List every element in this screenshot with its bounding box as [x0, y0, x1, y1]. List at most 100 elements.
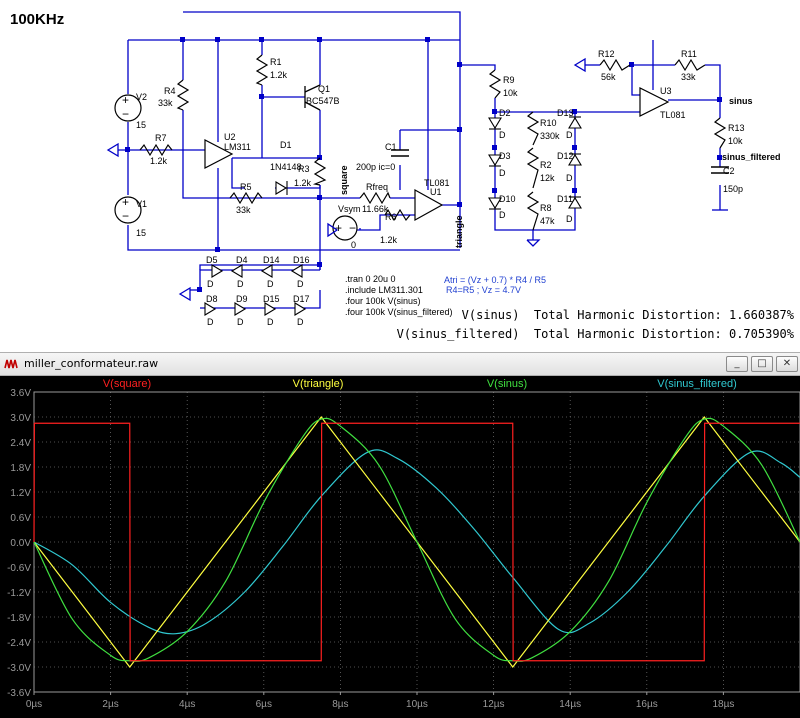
schematic-title: 100KHz: [10, 11, 64, 28]
thd-label: V(sinus_filtered): [396, 327, 520, 341]
label-r9-value: 10k: [503, 88, 518, 98]
y-tick-label: 3.0V: [10, 413, 31, 424]
waveform-plot[interactable]: V(square)V(triangle)V(sinus)V(sinus_filt…: [0, 376, 800, 718]
label-d12-value: D: [566, 173, 573, 183]
label-r2-value: 12k: [540, 173, 555, 183]
svg-text:+: +: [122, 93, 129, 107]
label-q1-value: BC547B: [306, 96, 340, 106]
label-d14: D14: [263, 255, 280, 265]
schematic-capacitors: [391, 149, 729, 174]
label-u3: U3: [660, 86, 672, 96]
label-d2-value: D: [499, 130, 506, 140]
legend-entry: V(sinus_filtered): [657, 378, 736, 390]
label-v1-value: 15: [136, 228, 146, 238]
label-u2: U2: [224, 132, 236, 142]
window-title: miller_conformateur.raw: [24, 357, 159, 370]
schematic-resistors: [139, 54, 727, 231]
label-u1-value: TL081: [424, 178, 450, 188]
label-d10-value: D: [499, 210, 506, 220]
label-r7-value: 1.2k: [150, 156, 168, 166]
label-r3-value: 1.2k: [294, 178, 312, 188]
x-tick-label: 16µs: [636, 699, 658, 710]
label-d3-value: D: [499, 168, 506, 178]
label-d17: D17: [293, 294, 310, 304]
thd-label: V(sinus): [461, 308, 520, 322]
waveform-icon: [4, 359, 18, 369]
y-tick-label: -1.2V: [7, 588, 31, 599]
label-vsym: Vsym: [338, 204, 361, 214]
label-d4-value: D: [237, 279, 244, 289]
label-r13-value: 10k: [728, 136, 743, 146]
label-d1: D1: [280, 140, 292, 150]
maximize-button[interactable]: □: [751, 356, 773, 372]
label-r8: R8: [540, 203, 552, 213]
x-tick-label: 8µs: [332, 699, 348, 710]
label-r1-value: 1.2k: [270, 70, 288, 80]
schematic-canvas[interactable]: 100KHz: [0, 0, 800, 348]
plot-series: [33, 416, 800, 668]
thd-value: 0.705390%: [728, 327, 794, 341]
label-d13: D13: [557, 108, 574, 118]
series-line-vsinus: [33, 417, 800, 662]
label-r11: R11: [681, 49, 697, 59]
y-tick-label: -0.6V: [7, 563, 31, 574]
y-tick-label: -3.0V: [7, 663, 31, 674]
label-r10-value: 330k: [540, 131, 560, 141]
net-label-sinus-filtered: sinus_filtered: [722, 152, 781, 162]
close-button[interactable]: ✕: [776, 356, 798, 372]
label-c1: C1: [385, 142, 397, 152]
label-r2: R2: [540, 160, 552, 170]
label-r4: R4: [164, 86, 176, 96]
plot-legend: V(square)V(triangle)V(sinus)V(sinus_filt…: [103, 378, 737, 390]
label-r3: R3: [298, 164, 310, 174]
y-tick-label: -3.6V: [7, 688, 31, 699]
label-r8-value: 47k: [540, 216, 555, 226]
label-r10: R10: [540, 118, 557, 128]
label-d15-value: D: [267, 317, 274, 327]
thd-value: 1.660387%: [728, 308, 794, 322]
label-c2-value: 150p: [723, 184, 743, 194]
label-v2: V2: [136, 92, 147, 102]
label-d12: D12: [557, 151, 574, 161]
label-q1: Q1: [318, 84, 330, 94]
note-r4-r5: R4=R5 ; Vz = 4.7V: [446, 285, 521, 295]
label-d11-value: D: [566, 214, 573, 224]
series-line-vsinus_filtered: [33, 449, 800, 635]
thd-row-sinus: V(sinus) Total Harmonic Distortion: 1.66…: [397, 306, 794, 325]
label-rfreq: Rfreq: [366, 182, 388, 192]
transistor-q1: [304, 84, 321, 111]
label-d8-value: D: [207, 317, 214, 327]
label-d2: D2: [499, 108, 511, 118]
label-d9: D9: [236, 294, 248, 304]
x-tick-label: 12µs: [483, 699, 505, 710]
x-tick-label: 0µs: [26, 699, 42, 710]
y-tick-label: 2.4V: [10, 438, 31, 449]
note-atri: Atri = (Vz + 0.7) * R4 / R5: [444, 275, 546, 285]
label-rfreq-value: 11.66k: [362, 204, 389, 214]
waveform-window-titlebar[interactable]: miller_conformateur.raw _ □ ✕: [0, 352, 800, 376]
label-u3-value: TL081: [660, 110, 686, 120]
label-r5-value: 33k: [236, 205, 251, 215]
legend-entry: V(triangle): [293, 378, 344, 390]
y-tick-label: 1.2V: [10, 488, 31, 499]
label-d1-value: 1N4148: [270, 162, 302, 172]
svg-text:−: −: [122, 209, 129, 223]
label-u1: U1: [430, 187, 442, 197]
label-v2-value: 15: [136, 120, 146, 130]
x-tick-label: 10µs: [406, 699, 428, 710]
minimize-button[interactable]: _: [726, 356, 748, 372]
label-d11: D11: [557, 194, 573, 204]
ground-symbols: [106, 57, 728, 302]
label-r12: R12: [598, 49, 615, 59]
directive-tran: .tran 0 20u 0: [345, 274, 396, 284]
label-d15: D15: [263, 294, 280, 304]
schematic-opamps: [204, 87, 670, 222]
label-r6: R6: [385, 212, 397, 222]
label-d3: D3: [499, 151, 511, 161]
y-tick-label: -2.4V: [7, 638, 31, 649]
series-line-vsquare: [33, 422, 800, 662]
directive-four-sinus: .four 100k V(sinus): [345, 296, 421, 306]
schematic-diodes: [204, 116, 582, 316]
x-tick-label: 2µs: [102, 699, 118, 710]
